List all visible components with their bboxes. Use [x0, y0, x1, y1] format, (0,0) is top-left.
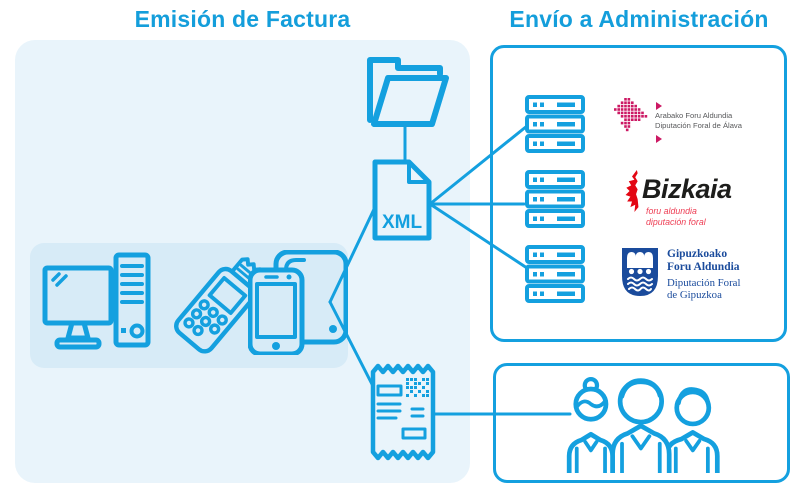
araba-arrow-icon [656, 135, 662, 143]
bizkaia-sub-eu: foru aldundia [646, 206, 697, 216]
xml-document-icon: XML [372, 159, 432, 241]
gipuzkoa-name-eu-1: Gipuzkoako [667, 248, 728, 260]
gipuzkoa-text: Gipuzkoako Foru Aldundia Diputación Fora… [667, 248, 740, 301]
bizkaia-name: Bizkaia [642, 174, 732, 204]
left-section-title: Emisión de Factura [134, 6, 351, 32]
bizkaia-sub-es: diputación foral [646, 216, 706, 227]
folder-icon [367, 57, 449, 127]
gipuzkoa-name-es-2: de Gipuzkoa [667, 288, 722, 301]
desktop-computer-icon [42, 252, 151, 350]
xml-label: XML [382, 212, 423, 233]
right-section-title: Envío a Administración [509, 6, 769, 32]
customers-icon [566, 377, 720, 473]
receipt-qr-icon [370, 363, 436, 461]
gipuzkoa-name-eu-2: Foru Aldundia [667, 260, 740, 273]
smartphone-tablet-icon [248, 250, 348, 355]
bizkaia-leaf-icon [625, 170, 639, 212]
server-stack-icon [525, 170, 585, 228]
server-stack-icon [525, 95, 585, 153]
server-stack-icon [525, 245, 585, 303]
araba-text: Arabako Foru Aldundia Diputación Foral d… [655, 111, 742, 132]
araba-logo: Arabako Foru Aldundia Diputación Foral d… [614, 96, 764, 144]
araba-name-es: Diputación Foral de Álava [655, 121, 742, 131]
gipuzkoa-shield-icon [622, 248, 658, 296]
araba-arrow-icon [656, 102, 662, 110]
bizkaia-sub: foru aldundia diputación foral [646, 206, 706, 228]
gipuzkoa-logo: Gipuzkoako Foru Aldundia Diputación Fora… [620, 246, 780, 302]
gipuzkoa-name-es-1: Diputación Foral [667, 276, 741, 289]
araba-map-dots-icon [614, 98, 648, 132]
araba-name-eu: Arabako Foru Aldundia [655, 111, 733, 120]
pos-terminal-icon [174, 257, 263, 354]
bizkaia-logo: Bizkaia foru aldundia diputación foral [622, 168, 762, 230]
